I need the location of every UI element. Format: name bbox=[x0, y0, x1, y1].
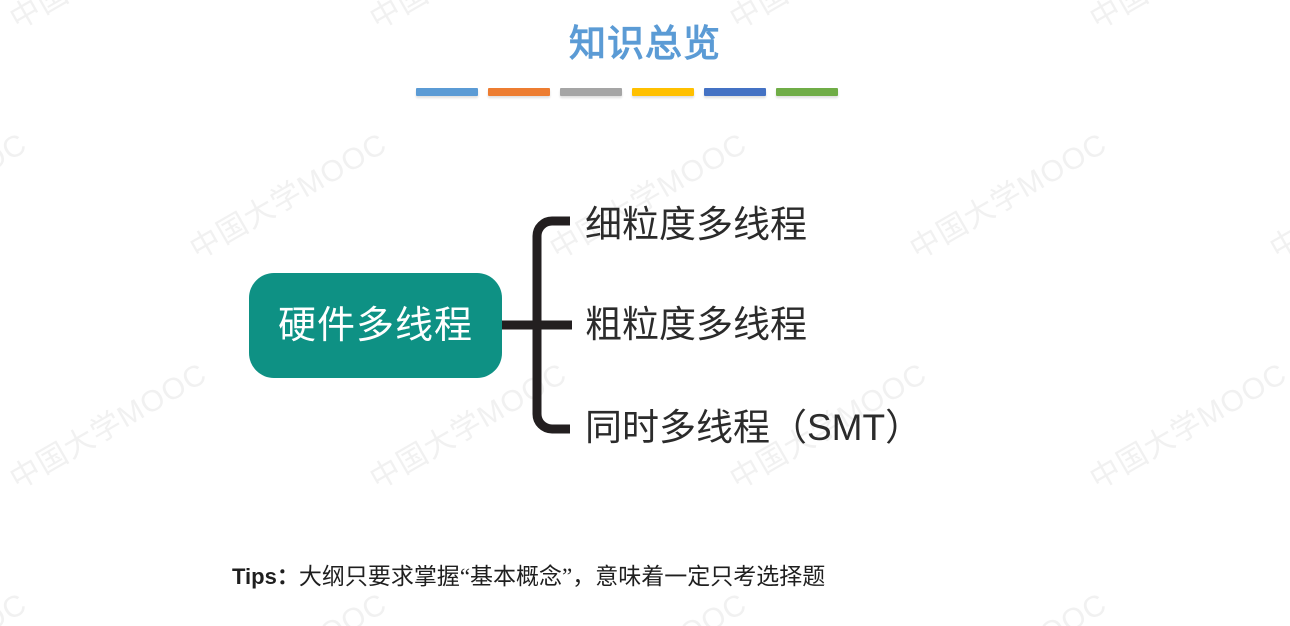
mindmap-branch-label-smt: 同时多线程（SMT） bbox=[585, 407, 923, 448]
mindmap-diagram: 硬件多线程 细粒度多线程 粗粒度多线程 同时多线程（SMT） bbox=[249, 204, 923, 448]
tips-body-text: 大纲只要求掌握“基本概念”，意味着一定只考选择题 bbox=[298, 564, 826, 589]
title-bar-blue bbox=[704, 88, 766, 96]
mindmap-branch-label-fine-grained: 细粒度多线程 bbox=[585, 204, 807, 245]
title-bar-gray bbox=[560, 88, 622, 96]
title-underline-bars bbox=[416, 88, 838, 96]
mindmap-root-node-label: 硬件多线程 bbox=[277, 304, 473, 347]
title-bar-gold bbox=[632, 88, 694, 96]
branch-connector-lines bbox=[502, 216, 572, 434]
mindmap-branch-label-coarse-grained: 粗粒度多线程 bbox=[585, 304, 807, 345]
tips-prefix-label: Tips： bbox=[232, 564, 299, 589]
mindmap-root-node[interactable]: 硬件多线程 bbox=[249, 273, 502, 378]
tips-note: Tips：大纲只要求掌握“基本概念”，意味着一定只考选择题 bbox=[232, 562, 825, 592]
title-bar-orange bbox=[488, 88, 550, 96]
title-bar-light-blue bbox=[416, 88, 478, 96]
page-title: 知识总览 bbox=[569, 23, 721, 64]
title-bar-green bbox=[776, 88, 838, 96]
